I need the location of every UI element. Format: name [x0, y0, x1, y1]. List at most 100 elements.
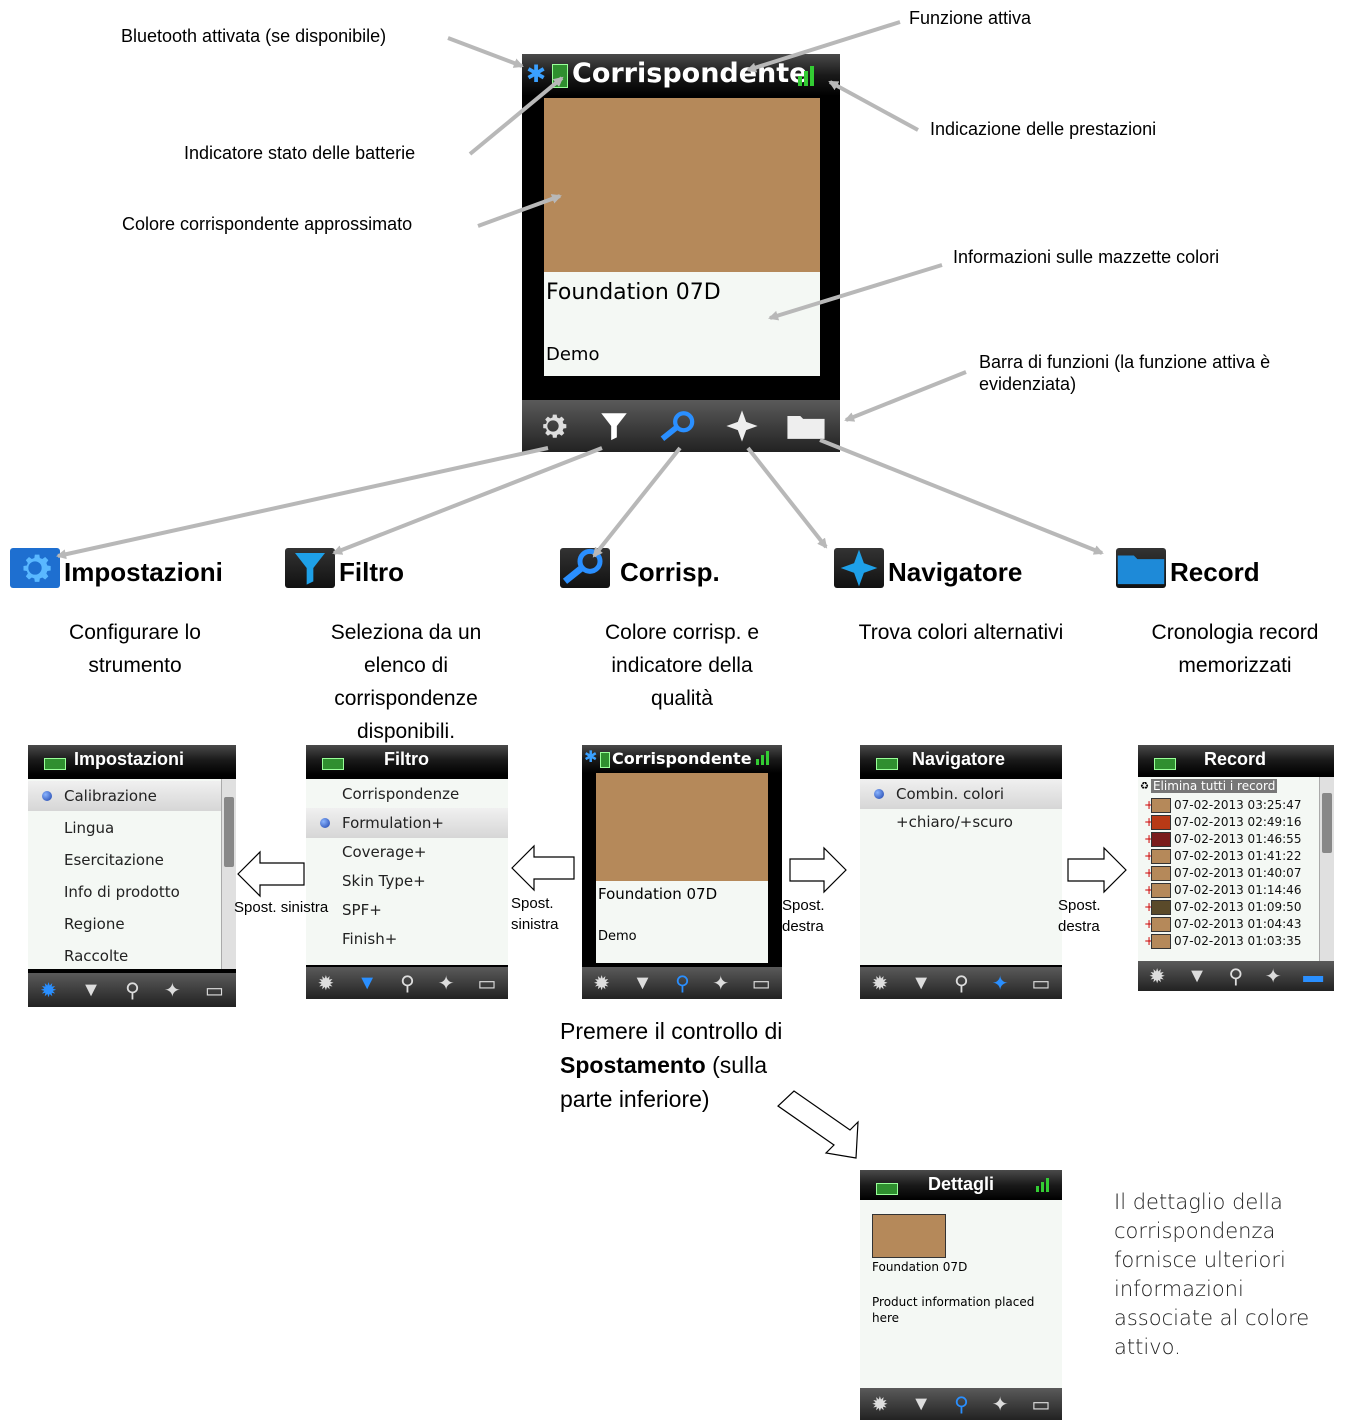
menu-item[interactable]: Finish+ [342, 930, 398, 948]
battery-icon [44, 758, 66, 770]
record-date: 07-02-2013 01:03:35 [1174, 934, 1302, 948]
label-performance: Indicazione delle prestazioni [930, 119, 1157, 139]
menu-item[interactable]: SPF+ [342, 901, 382, 919]
magnifier-icon[interactable]: ⚲ [954, 1393, 969, 1416]
press-instruction: Premere il controllo di Spostamento (sul… [560, 1018, 783, 1112]
gear-icon[interactable]: ✹ [40, 979, 57, 1002]
label-battery: Indicatore stato delle batterie [184, 143, 416, 163]
record-swatch [1151, 916, 1171, 932]
compass-icon[interactable]: ✦ [991, 1393, 1009, 1416]
funnel-icon[interactable]: ▼ [632, 971, 653, 994]
record-row[interactable]: +07-02-2013 01:04:43 [1144, 916, 1301, 932]
navigator-screen: Navigatore Combin. colori +chiaro/+scuro… [860, 745, 1062, 999]
expand-icon[interactable]: + [1144, 849, 1155, 863]
compass-icon[interactable]: ✦ [163, 979, 181, 1002]
bluetooth-icon: ✱ [584, 747, 598, 766]
funnel-icon[interactable]: ▼ [1187, 964, 1207, 987]
compass-icon[interactable]: ✦ [712, 972, 730, 995]
expand-icon[interactable]: + [1144, 917, 1155, 931]
funnel-icon[interactable]: ▼ [911, 1392, 932, 1415]
record-row[interactable]: +07-02-2013 01:03:35 [1144, 933, 1301, 949]
compass-icon[interactable] [725, 409, 759, 443]
scrollbar[interactable] [1319, 777, 1334, 961]
folder-icon[interactable]: ▭ [204, 979, 224, 1002]
magnifier-icon[interactable] [658, 409, 698, 443]
gear-icon[interactable] [536, 409, 570, 443]
gear-icon[interactable]: ✹ [871, 1393, 889, 1416]
settings-screen: Impostazioni Calibrazione Lingua Esercit… [28, 745, 236, 1007]
record-row[interactable]: +07-02-2013 01:09:50 [1144, 899, 1301, 915]
record-row[interactable]: +07-02-2013 01:14:46 [1144, 882, 1301, 898]
record-row[interactable]: +07-02-2013 02:49:16 [1144, 814, 1301, 830]
gear-icon[interactable]: ✹ [1148, 965, 1166, 988]
folder-icon[interactable]: ▭ [1031, 972, 1051, 995]
label-fan-deck-info: Informazioni sulle mazzette colori [953, 247, 1220, 267]
arrow-to-filtro [332, 446, 603, 555]
menu-item[interactable]: Combin. colori [860, 779, 1062, 809]
battery-icon [876, 758, 898, 770]
record-date: 07-02-2013 01:46:55 [1174, 832, 1302, 846]
menu-item[interactable]: Skin Type+ [342, 872, 426, 890]
folder-icon[interactable] [786, 411, 826, 441]
magnifier-icon[interactable]: ⚲ [400, 972, 415, 995]
magnifier-icon[interactable]: ⚲ [954, 972, 969, 995]
gear-icon[interactable]: ✹ [871, 972, 889, 995]
menu-item[interactable]: Raccolte [64, 947, 129, 965]
battery-icon [552, 64, 568, 88]
info-line2: Demo [598, 929, 637, 944]
info-panel: Foundation 07D Demo [544, 272, 820, 376]
folder-icon[interactable]: ▭ [477, 972, 497, 995]
label-function-bar: Barra di funzioni (la funzione attiva è … [979, 352, 1271, 394]
menu-item[interactable]: Calibrazione [28, 781, 236, 811]
gear-icon[interactable]: ✹ [317, 972, 335, 995]
expand-icon[interactable]: + [1144, 815, 1155, 829]
menu-item[interactable]: Esercitazione [64, 851, 164, 869]
detail-swatch [872, 1214, 946, 1258]
filter-screen: Filtro Corrispondenze Formulation+ Cover… [306, 745, 508, 999]
folder-icon[interactable]: ▭ [751, 972, 771, 995]
record-row[interactable]: +07-02-2013 01:40:07 [1144, 865, 1301, 881]
magnifier-icon[interactable]: ⚲ [675, 972, 690, 995]
folder-icon[interactable]: ▭ [1031, 1393, 1051, 1416]
screen-title: Corrispondente [612, 749, 752, 768]
info-line2: Demo [546, 344, 600, 365]
funnel-icon[interactable]: ▼ [81, 978, 101, 1001]
magnifier-icon[interactable]: ⚲ [125, 979, 140, 1002]
menu-item[interactable]: Lingua [64, 819, 115, 837]
menu-item[interactable]: +chiaro/+scuro [896, 813, 1013, 831]
function-title-filtro: Filtro [285, 548, 404, 588]
record-row[interactable]: +07-02-2013 03:25:47 [1144, 797, 1301, 813]
folder-icon[interactable]: ▬ [1303, 964, 1324, 987]
scrollbar[interactable] [221, 779, 236, 969]
compass-icon[interactable]: ✦ [991, 972, 1009, 995]
menu-item[interactable]: Corrispondenze [342, 785, 460, 803]
compass-icon [834, 548, 884, 588]
main-device-screen: ✱ Corrispondente Foundation 07D Demo [522, 54, 840, 452]
expand-icon[interactable]: + [1144, 883, 1155, 897]
delete-all-record[interactable]: ♻ Elimina tutti i record [1140, 779, 1278, 793]
record-date: 07-02-2013 01:14:46 [1174, 883, 1302, 897]
menu-item[interactable]: Coverage+ [342, 843, 427, 861]
expand-icon[interactable]: + [1144, 900, 1155, 914]
menu-item[interactable]: Info di prodotto [64, 883, 180, 901]
expand-icon[interactable]: + [1144, 866, 1155, 880]
compass-icon[interactable]: ✦ [1264, 965, 1282, 988]
expand-icon[interactable]: + [1144, 832, 1155, 846]
arrow-bluetooth [447, 36, 524, 68]
funnel-icon[interactable]: ▼ [911, 971, 932, 994]
record-row[interactable]: +07-02-2013 01:41:22 [1144, 848, 1301, 864]
magnifier-icon[interactable]: ⚲ [1228, 965, 1244, 988]
function-name: Corrisp. [620, 557, 720, 587]
expand-icon[interactable]: + [1144, 798, 1155, 812]
shift-right-arrow [789, 846, 847, 894]
compass-icon[interactable]: ✦ [437, 972, 455, 995]
gear-icon[interactable]: ✹ [593, 972, 611, 995]
menu-item[interactable]: Regione [64, 915, 125, 933]
arrow-performance [828, 80, 919, 132]
menu-item[interactable]: Formulation+ [306, 808, 508, 838]
funnel-icon[interactable] [597, 409, 631, 443]
expand-icon[interactable]: + [1144, 934, 1155, 948]
funnel-icon[interactable]: ▼ [357, 971, 378, 994]
record-row[interactable]: +07-02-2013 01:46:55 [1144, 831, 1301, 847]
function-desc-filtro: Seleziona da un elenco di corrispondenze… [330, 621, 482, 743]
